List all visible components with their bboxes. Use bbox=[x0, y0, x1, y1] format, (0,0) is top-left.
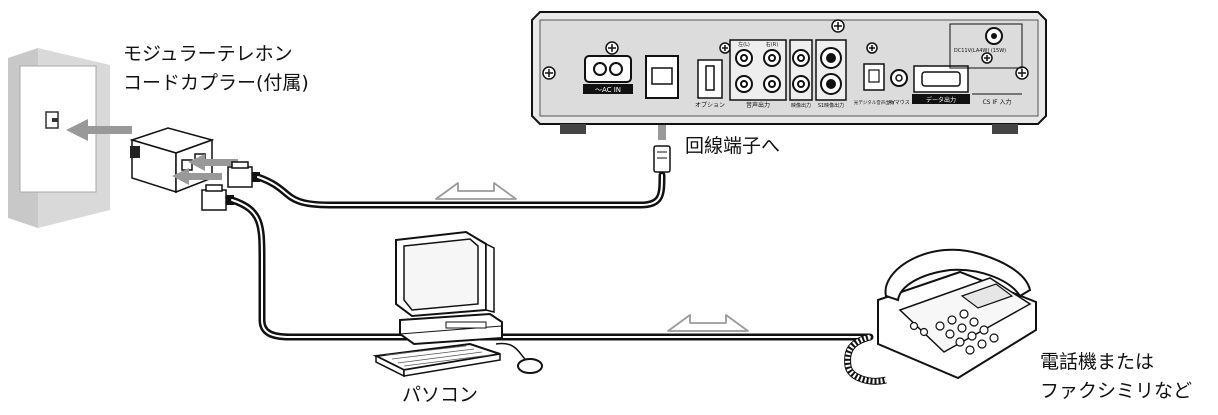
wall-outlet bbox=[8, 48, 110, 228]
audio-output-jacks: 音声出力 左(L) 右(R) bbox=[729, 39, 787, 109]
svg-text:CS IF 入力: CS IF 入力 bbox=[982, 98, 1011, 106]
cable-plug-1 bbox=[227, 161, 260, 188]
receiver-back-panel: ～AC IN オプション 音声出力 左(L) 右(R) bbox=[531, 11, 1047, 134]
cable-plug-2 bbox=[201, 184, 234, 211]
insert-arrow-outlet bbox=[66, 119, 132, 141]
phone-label-line2: ファクシミリなど bbox=[1040, 380, 1193, 402]
svg-text:S1映像出力: S1映像出力 bbox=[818, 102, 844, 109]
svg-text:オプション: オプション bbox=[695, 102, 725, 109]
cs-if-input: DC11V(LA4W) (15W) CS IF 入力 bbox=[949, 23, 1023, 106]
svg-text:音声出力: 音声出力 bbox=[746, 101, 770, 109]
pc-label: パソコン bbox=[402, 384, 479, 406]
personal-computer bbox=[372, 230, 543, 378]
direction-arrow-1 bbox=[435, 182, 517, 200]
telephone bbox=[844, 248, 1037, 385]
line-terminal-label: 回線端子へ bbox=[685, 135, 781, 157]
svg-text:映像出力: 映像出力 bbox=[791, 102, 811, 109]
option-slot: オプション bbox=[695, 59, 725, 109]
data-output-port: データ出力 bbox=[912, 65, 970, 104]
direction-arrow-2 bbox=[667, 314, 749, 332]
ac-in-socket: ～AC IN bbox=[583, 55, 633, 94]
line-plug bbox=[653, 145, 671, 173]
phone-label-line1: 電話機または bbox=[1040, 351, 1155, 373]
line-jack bbox=[645, 55, 679, 99]
svg-text:DC11V(LA4W) (15W): DC11V(LA4W) (15W) bbox=[954, 48, 1006, 54]
av-mouse-jack: AVマウス bbox=[888, 69, 910, 106]
s-video-jacks: S1映像出力 bbox=[815, 39, 847, 109]
svg-text:右(R): 右(R) bbox=[766, 41, 778, 48]
screw-icons bbox=[542, 19, 1029, 80]
video-output-jacks: 映像出力 bbox=[789, 39, 813, 109]
insert-arrows-coupler bbox=[172, 154, 238, 185]
coupler-label-line1: モジュラーテレホン bbox=[123, 43, 293, 65]
telephone-cables bbox=[228, 171, 874, 341]
svg-text:AVマウス: AVマウス bbox=[888, 99, 910, 106]
coupler-label-line2: コードカプラー(付属) bbox=[123, 72, 309, 94]
ac-in-label: ～AC IN bbox=[595, 86, 621, 94]
svg-text:左(L): 左(L) bbox=[738, 41, 750, 48]
svg-text:光デジタル音声出力: 光デジタル音声出力 bbox=[854, 99, 895, 106]
svg-text:データ出力: データ出力 bbox=[926, 96, 956, 104]
optical-digital-output: 光デジタル音声出力 bbox=[854, 63, 895, 106]
